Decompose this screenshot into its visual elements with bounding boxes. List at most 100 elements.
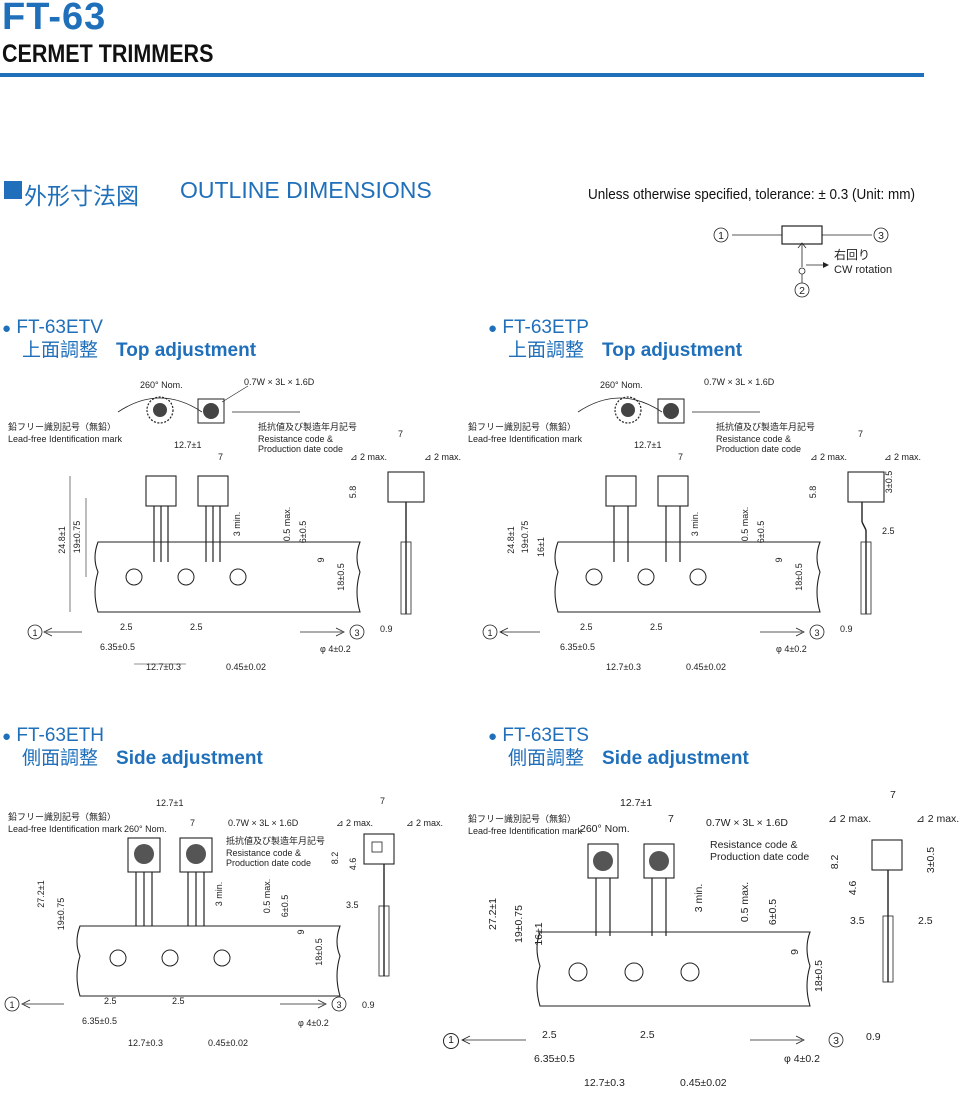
dim-2-5-b: 2.5 — [640, 1029, 655, 1041]
res-code-en: Resistance code & — [716, 434, 791, 444]
dim-05max: 0.5 max. — [282, 507, 292, 542]
outline-heading-jp: 外形寸法図 — [24, 183, 139, 209]
dim-4-6: 4.6 — [847, 881, 859, 896]
bottom-t1: 1 — [32, 628, 37, 638]
page-title: CERMET TRIMMERS — [2, 40, 214, 68]
nom-260: 260° Nom. — [140, 380, 183, 390]
dim-2-5-a: 2.5 — [120, 622, 133, 632]
bottom-t3: 3 — [833, 1035, 839, 1047]
dim-2-5-b: 2.5 — [172, 996, 185, 1006]
dim-19: 19±0.75 — [513, 905, 525, 943]
seven-side: 7 — [398, 429, 403, 439]
dim-6: 6±0.5 — [280, 895, 290, 917]
dim-2-5-side: 2.5 — [882, 526, 895, 536]
lead-free-en: Lead-free Identification mark — [468, 826, 583, 836]
dim-12-7: 12.7±0.3 — [128, 1038, 163, 1048]
dim-19: 19±0.75 — [56, 898, 66, 930]
lead-free-jp: 鉛フリー識別記号（無鉛） — [8, 811, 116, 822]
seven-side: 7 — [380, 796, 385, 806]
dim-9: 9 — [316, 557, 326, 562]
dim-18: 18±0.5 — [314, 938, 324, 965]
seven-label: 7 — [668, 813, 674, 825]
prod-date-en: Production date code — [226, 858, 311, 868]
delta-2max-b: ⊿ 2 max. — [406, 818, 443, 828]
dim-phi4: φ 4±0.2 — [320, 644, 351, 654]
variant-adj-jp: 上面調整 — [22, 340, 99, 361]
height-dim: 24.8±1 — [506, 526, 516, 553]
seven-side: 7 — [890, 789, 896, 801]
outline-heading-en: OUTLINE DIMENSIONS — [180, 177, 432, 203]
dim-6: 6±0.5 — [756, 521, 766, 543]
dim-0-9: 0.9 — [840, 624, 853, 634]
lead-free-jp: 鉛フリー識別記号（無鉛） — [8, 421, 116, 432]
dim-0-9: 0.9 — [866, 1031, 881, 1043]
tolerance-note: Unless otherwise specified, tolerance: ±… — [588, 186, 916, 203]
res-code-jp: 抵抗値及び製造年月記号 — [716, 421, 815, 432]
dim-3-5: 3.5 — [346, 900, 359, 910]
header-rule — [0, 73, 924, 77]
circuit-symbol: 1 3 2 右回り CW rotation — [713, 225, 892, 298]
bottom-t3: 3 — [814, 628, 819, 638]
delta-2max-b: ⊿ 2 max. — [424, 452, 461, 462]
rotation-jp: 右回り — [834, 247, 870, 262]
dim-0-45: 0.45±0.02 — [226, 662, 266, 672]
dim-phi4: φ 4±0.2 — [784, 1053, 820, 1065]
dim-phi4: φ 4±0.2 — [776, 644, 807, 654]
dim-8-2: 8.2 — [330, 852, 340, 865]
lead-free-en: Lead-free Identification mark — [468, 434, 583, 444]
dim-9: 9 — [789, 949, 801, 955]
dim-4-6: 4.6 — [348, 858, 358, 871]
dim-9: 9 — [296, 929, 306, 934]
dim-6-35: 6.35±0.5 — [560, 642, 595, 652]
dim-3min: 3 min. — [690, 512, 700, 537]
drawing-eth: 鉛フリー識別記号（無鉛） Lead-free Identification ma… — [4, 796, 443, 1048]
ets-terminal-1-label: 1 — [448, 1035, 454, 1046]
dim-5-8: 5.8 — [808, 486, 818, 499]
terminal-2-label: 2 — [799, 285, 805, 297]
lead-free-en: Lead-free Identification mark — [8, 434, 123, 444]
dim-2-5-a: 2.5 — [104, 996, 117, 1006]
variant-adj-jp: 側面調整 — [508, 748, 585, 769]
variant-model: FT-63ETH — [16, 725, 104, 746]
bottom-t3: 3 — [354, 628, 359, 638]
dim-2-5-side: 2.5 — [918, 915, 933, 927]
dim-8-2: 8.2 — [829, 855, 841, 870]
section-marker — [4, 181, 22, 199]
dim-3min: 3 min. — [232, 512, 242, 537]
dim-12-7: 12.7±0.3 — [584, 1077, 625, 1089]
dim-16: 16±1 — [533, 922, 545, 945]
variant-adj-jp: 側面調整 — [22, 748, 99, 769]
dim-6: 6±0.5 — [767, 899, 779, 925]
drawing-ets: 鉛フリー識別記号（無鉛） Lead-free Identification ma… — [461, 789, 959, 1089]
dim-phi4: φ 4±0.2 — [298, 1018, 329, 1028]
seven-label: 7 — [678, 452, 683, 462]
dim-6-35: 6.35±0.5 — [100, 642, 135, 652]
dim-05max: 0.5 max. — [740, 507, 750, 542]
dim-2-5-a: 2.5 — [542, 1029, 557, 1041]
delta-2max-b: ⊿ 2 max. — [884, 452, 921, 462]
dim-2-5-b: 2.5 — [650, 622, 663, 632]
wld-label: 0.7W × 3L × 1.6D — [704, 377, 775, 387]
drawing-etp: 260° Nom. 0.7W × 3L × 1.6D 鉛フリー識別記号（無鉛） … — [468, 377, 921, 672]
bottom-t1: 1 — [9, 1000, 14, 1010]
wld-label: 0.7W × 3L × 1.6D — [244, 377, 315, 387]
dim-3min: 3 min. — [214, 882, 224, 907]
variant-adj-en: Side adjustment — [116, 748, 263, 769]
dim-5-8: 5.8 — [348, 486, 358, 499]
res-code-jp: 抵抗値及び製造年月記号 — [258, 421, 357, 432]
dim-6-35: 6.35±0.5 — [82, 1016, 117, 1026]
drawing-etv: 260° Nom. 0.7W × 3L × 1.6D 鉛フリー識別記号（無鉛） … — [8, 377, 461, 672]
pitch-label: 12.7±1 — [156, 798, 183, 808]
prod-date-en: Production date code — [258, 444, 343, 454]
seven-label: 7 — [190, 818, 195, 828]
terminal-3-label: 3 — [878, 230, 884, 242]
dim-18: 18±0.5 — [794, 563, 804, 590]
pitch-label: 12.7±1 — [634, 440, 661, 450]
dim-6-35: 6.35±0.5 — [534, 1053, 575, 1065]
variant-adj-jp: 上面調整 — [508, 340, 585, 361]
dim-6: 6±0.5 — [298, 521, 308, 543]
dim-3-0-5: 3±0.5 — [884, 471, 894, 493]
prod-date-en: Production date code — [710, 851, 809, 863]
